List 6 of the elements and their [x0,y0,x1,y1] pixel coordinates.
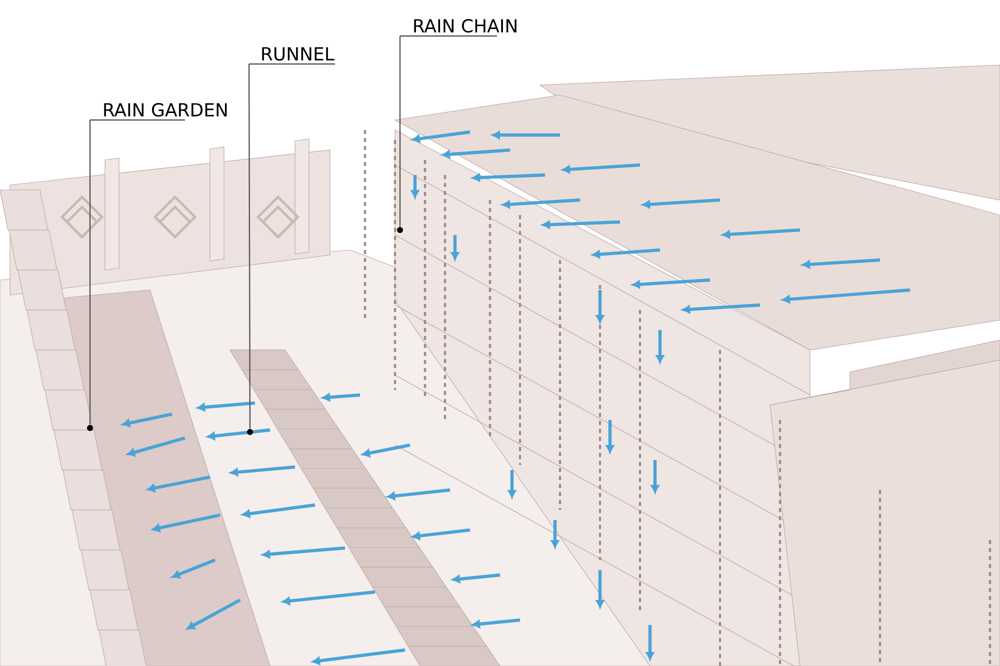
callout-label: RAIN GARDEN [90,103,227,121]
callout-label: RUNNEL [249,47,335,65]
callout-label: RAIN CHAIN [400,19,516,37]
leader-line [248,64,251,429]
leader-line [399,36,401,227]
leader-line [89,120,91,425]
